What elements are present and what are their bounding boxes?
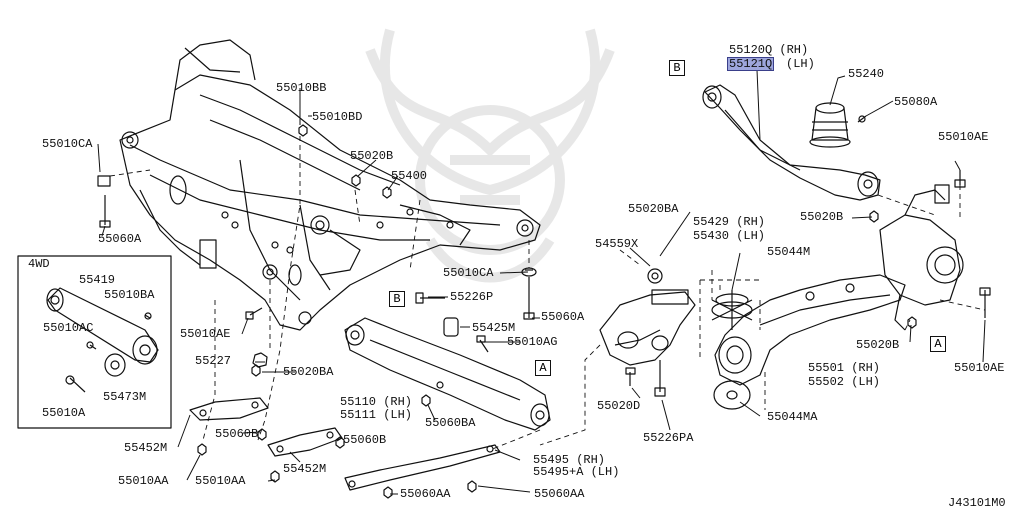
label-55502: 55502 (LH) (808, 375, 881, 389)
label-55010CA-mid: 55010CA (443, 266, 494, 280)
label-4wd: 4WD (28, 257, 50, 271)
label-55060BA: 55060BA (425, 416, 476, 430)
label-54559X: 54559X (595, 237, 639, 251)
label-55501: 55501 (RH) (808, 361, 881, 375)
label-55227: 55227 (195, 354, 232, 368)
lower-link-55501 (714, 274, 906, 386)
fasteners (97, 124, 991, 499)
bracket-55452M-left (189, 397, 269, 421)
bump-stopper-55240 (809, 102, 867, 148)
label-55010AA-mid: 55010AA (195, 474, 246, 488)
bracket-55452M-mid (267, 427, 343, 457)
dashed-guides (109, 136, 986, 451)
leader-lines (97, 58, 986, 495)
diagram-code: J43101M0 (948, 496, 1006, 510)
member-55495 (344, 444, 501, 491)
label-55060A-left: 55060A (98, 232, 142, 246)
label-55044MA: 55044MA (767, 410, 818, 424)
bushing-54559X (647, 268, 663, 284)
label-55020D: 55020D (597, 399, 641, 413)
spring-seat-upper (711, 290, 753, 330)
ref-a-right: A (930, 336, 946, 352)
upper-link-55121Q (702, 84, 881, 201)
ref-a-mid: A (535, 360, 551, 376)
label-55240: 55240 (848, 67, 885, 81)
label-55473M: 55473M (103, 390, 147, 404)
label-55425M: 55425M (472, 321, 516, 335)
label-55060B-left: 55060B (215, 427, 259, 441)
label-55010AC: 55010AC (43, 321, 94, 335)
ref-b-top: B (669, 60, 685, 76)
rear-knuckle (879, 184, 964, 331)
label-55020B-bottom: 55020B (856, 338, 900, 352)
label-55226PA: 55226PA (643, 431, 694, 445)
collar-55425M (443, 317, 459, 337)
bracket-55429 (599, 289, 696, 366)
label-55010AE-right: 55010AE (938, 130, 989, 144)
rear-subframe (119, 39, 541, 331)
label-55419: 55419 (79, 273, 116, 287)
label-55121Q-side: (LH) (786, 57, 815, 71)
label-55010CA-left: 55010CA (42, 137, 93, 151)
inset-4wd-box (17, 255, 172, 429)
label-55080A: 55080A (894, 95, 938, 109)
label-55060A-mid: 55060A (541, 310, 585, 324)
label-55010BD: 55010BD (312, 110, 363, 124)
label-55226P: 55226P (450, 290, 494, 304)
label-55020BA-top: 55020BA (628, 202, 679, 216)
label-55060AA-right: 55060AA (534, 487, 585, 501)
label-55010BB: 55010BB (276, 81, 327, 95)
watermark-emblem (365, 28, 615, 283)
label-55044M: 55044M (767, 245, 811, 259)
label-55020BA-mid: 55020BA (283, 365, 334, 379)
label-55010AG: 55010AG (507, 335, 558, 349)
label-55060B-mid: 55060B (343, 433, 387, 447)
label-55452M-mid: 55452M (283, 462, 327, 476)
label-55452M-left: 55452M (124, 441, 168, 455)
label-55110: 55110 (RH) (340, 395, 413, 409)
label-55495A: 55495+A (LH) (533, 465, 620, 479)
label-55060AA-left: 55060AA (400, 487, 451, 501)
ref-b-mid: B (389, 291, 405, 307)
label-55111: 55111 (LH) (340, 408, 413, 422)
label-55429: 55429 (RH) (693, 215, 766, 229)
label-55010AE-left: 55010AE (180, 327, 231, 341)
label-55020B-right: 55020B (800, 210, 844, 224)
label-55495: 55495 (RH) (533, 453, 606, 467)
label-55120Q: 55120Q (RH) (729, 43, 809, 57)
lower-arm-55110 (344, 317, 551, 431)
spring-seat-lower (713, 380, 751, 410)
label-55020B-top: 55020B (350, 149, 394, 163)
label-55010A: 55010A (42, 406, 86, 420)
label-55430: 55430 (LH) (693, 229, 766, 243)
label-55121Q-highlight: 55121Q (727, 57, 775, 71)
label-55400: 55400 (391, 169, 428, 183)
label-55010BA: 55010BA (104, 288, 155, 302)
label-55010AE-bottom: 55010AE (954, 361, 1005, 375)
label-55010AA-left: 55010AA (118, 474, 169, 488)
